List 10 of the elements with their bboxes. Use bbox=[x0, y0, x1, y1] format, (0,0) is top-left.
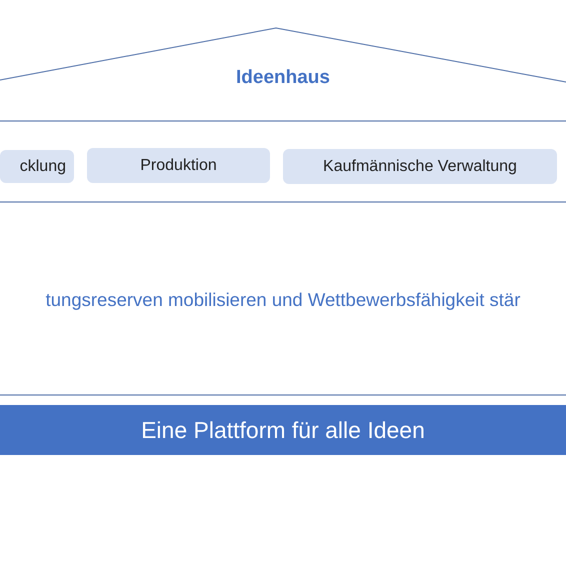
house-title: Ideenhaus bbox=[236, 67, 330, 89]
department-label: Kaufmännische Verwaltung bbox=[323, 158, 517, 176]
platform-text: Eine Plattform für alle Ideen bbox=[141, 416, 425, 444]
department-box bbox=[0, 150, 74, 183]
foundation-bar bbox=[0, 405, 566, 455]
department-box bbox=[283, 149, 557, 184]
department-label: cklung bbox=[20, 158, 66, 176]
department-label: Produktion bbox=[140, 156, 217, 174]
goal-text: tungsreserven mobilisieren und Wettbewerbsfähigkeit stär bbox=[46, 289, 520, 311]
department-box bbox=[87, 148, 270, 183]
